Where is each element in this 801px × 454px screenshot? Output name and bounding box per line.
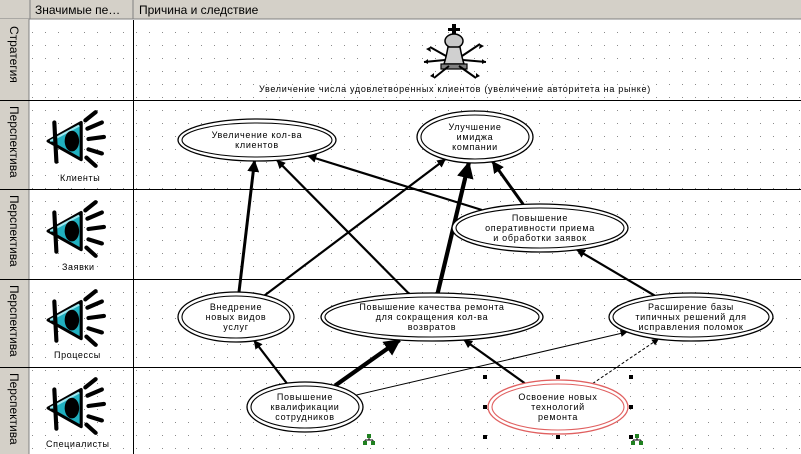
node-label-line: новых видов: [206, 312, 267, 322]
node-label-line: Освоение новых: [518, 392, 597, 402]
lane-label-orders: Перспектива: [7, 195, 21, 267]
node-outline: [416, 110, 534, 164]
node-label-line: квалификации: [270, 402, 339, 412]
selection-handle[interactable]: [629, 405, 633, 409]
node-label-line: исправления поломок: [638, 322, 743, 332]
node-inner-outline: [324, 296, 540, 338]
perspective-name-orders: Заявки: [62, 262, 95, 272]
perspectives-column-header[interactable]: Значимые пе…: [35, 3, 120, 17]
node-label-line: клиентов: [235, 140, 279, 150]
link-arrow[interactable]: [276, 159, 410, 295]
node-label-line: для сокращения кол-ва: [376, 312, 489, 322]
node-outline: [177, 291, 295, 343]
node-inner-outline: [181, 295, 291, 339]
perspective-name-clients: Клиенты: [60, 173, 100, 183]
perspective-name-processes: Процессы: [54, 350, 101, 360]
cause-effect-column-header[interactable]: Причина и следствие: [139, 3, 259, 17]
node-outline: [487, 379, 629, 435]
link-arrow[interactable]: [463, 339, 526, 385]
node-inner-outline: [612, 296, 770, 338]
selection-handle[interactable]: [483, 405, 487, 409]
link-arrow[interactable]: [333, 338, 401, 388]
lane-label-strategy: Стратегия: [7, 26, 21, 83]
link-arrow[interactable]: [355, 330, 628, 396]
node-inner-outline: [420, 114, 530, 160]
node-outline: [608, 292, 774, 342]
node-label-line: Расширение базы: [648, 302, 734, 312]
link-arrow[interactable]: [576, 248, 656, 297]
node-label-line: типичных решений для: [635, 312, 746, 322]
link-arrow[interactable]: [264, 158, 447, 297]
node-label-line: Улучшение: [448, 122, 501, 132]
node-label-line: оперативности приема: [485, 223, 595, 233]
node-inner-outline: [250, 385, 360, 429]
selection-handle[interactable]: [483, 375, 487, 379]
node-label-line: компании: [452, 142, 498, 152]
selection-handle[interactable]: [556, 435, 560, 439]
node-outline: [246, 381, 364, 433]
link-arrow[interactable]: [307, 154, 483, 212]
node-label-line: Повышение качества ремонта: [359, 302, 504, 312]
link-arrow[interactable]: [592, 338, 659, 384]
selection-handle[interactable]: [483, 435, 487, 439]
node-label-line: имиджа: [457, 132, 494, 142]
node-label-line: возвратов: [408, 322, 456, 332]
node-label-line: Внедрение: [210, 302, 262, 312]
node-label-line: Повышение: [512, 213, 568, 223]
node-label-line: Увеличение кол-ва: [212, 130, 303, 140]
node-label-line: ремонта: [538, 412, 578, 422]
node-outline: [177, 118, 337, 162]
chess-king-icon: [423, 24, 487, 79]
node-inner-outline: [455, 207, 625, 249]
selection-handle[interactable]: [629, 375, 633, 379]
strategy-goal-text: Увеличение числа удовлетворенных клиенто…: [259, 84, 651, 94]
link-arrow[interactable]: [253, 340, 288, 384]
node-outline: [451, 203, 629, 253]
node-inner-outline: [181, 122, 333, 158]
lane-label-clients: Перспектива: [7, 106, 21, 178]
lane-label-specialists: Перспектива: [7, 373, 21, 445]
node-inner-outline: [491, 383, 625, 431]
node-outline: [320, 292, 544, 342]
selection-handle[interactable]: [629, 435, 633, 439]
link-arrow[interactable]: [491, 160, 525, 206]
node-label-line: услуг: [223, 322, 248, 332]
selection-handle[interactable]: [556, 375, 560, 379]
node-label-line: технологий: [531, 402, 585, 412]
node-label-line: и обработки заявок: [493, 233, 586, 243]
node-label-line: Повышение: [277, 392, 333, 402]
perspective-name-specialists: Специалисты: [46, 439, 110, 449]
link-arrow[interactable]: [237, 159, 260, 293]
lane-label-processes: Перспектива: [7, 285, 21, 357]
node-label-line: сотрудников: [275, 412, 334, 422]
